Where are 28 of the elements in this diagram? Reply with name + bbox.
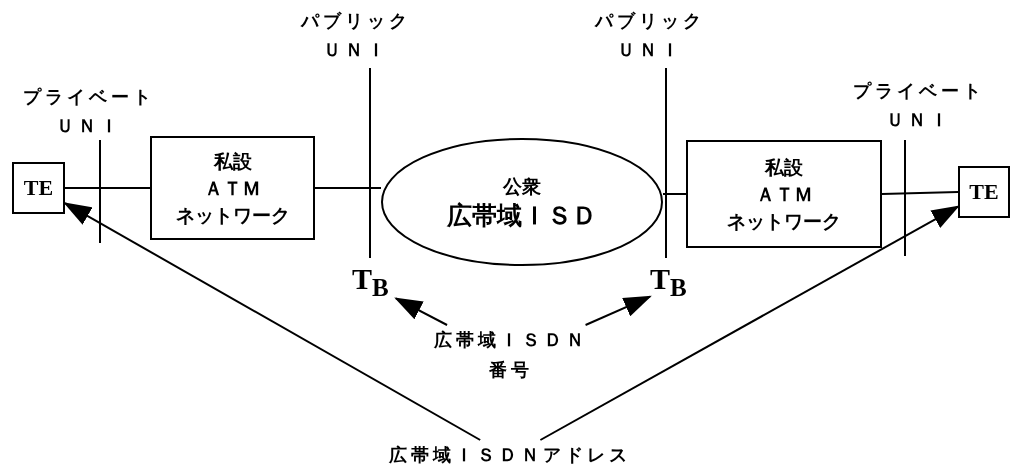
network-box (686, 140, 882, 248)
network-text: ネットワーク (175, 202, 290, 228)
network-ellipse (381, 138, 663, 266)
reference-point-label: T$_{B}$ (352, 262, 396, 312)
number-label: 広帯域ＩＳＤＮアドレス (385, 440, 635, 474)
interface-label: プライベートＵＮＩ (852, 79, 986, 132)
network-box (150, 136, 315, 240)
connection-line (881, 191, 959, 195)
network-text: ＡＴＭ (204, 175, 261, 201)
number-label: 広帯域ＩＳＤＮ番号 (428, 325, 593, 391)
interface-label: プライベートＵＮＩ (22, 85, 156, 138)
interface-label: パブリックＵＮＩ (300, 9, 412, 62)
network-text: ネットワーク (727, 208, 841, 234)
arrow (539, 205, 960, 441)
arrow (584, 295, 652, 326)
terminal-box: TE (12, 162, 65, 214)
network-text: 広帯域ＩＳＤ (447, 199, 597, 232)
connection-line (314, 187, 382, 189)
network-text: ＡＴＭ (755, 181, 813, 207)
network-text: 公衆 (503, 173, 541, 199)
terminal-box: TE (958, 166, 1010, 218)
network-text: 私設 (765, 154, 803, 180)
reference-point-label: T$_{B}$ (650, 262, 694, 312)
arrow (394, 297, 449, 326)
interface-label: パブリックＵＮＩ (594, 9, 706, 62)
connection-line (662, 193, 687, 195)
connection-line (64, 187, 151, 189)
network-text: 私設 (213, 148, 252, 174)
